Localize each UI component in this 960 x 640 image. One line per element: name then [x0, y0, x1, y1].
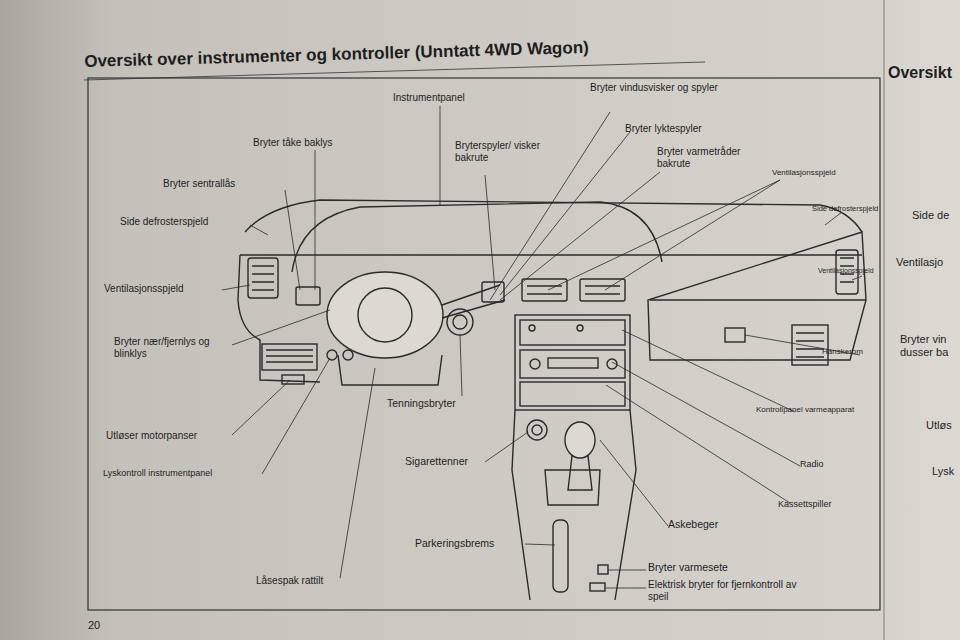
callout-label: Radio	[800, 459, 824, 469]
leader-lines	[222, 106, 862, 588]
callout-label: Bryter nær/fjernlys og blinklys	[114, 336, 244, 359]
figure-title: Oversikt over instrumenter og kontroller…	[84, 38, 589, 72]
callout-label: Bryter lyktespyler	[625, 123, 702, 135]
next-page-text: Bryter vin dusser ba	[900, 333, 960, 358]
callout-label: Parkeringsbrems	[415, 537, 494, 549]
dashboard-outline	[238, 200, 866, 600]
figure-frame	[88, 78, 880, 610]
callout-label: Utløser motorpanser	[106, 430, 197, 442]
next-page-text: Lysk	[932, 465, 954, 478]
callout-label: Sigarettenner	[405, 455, 468, 467]
callout-label: Bryter varmetråder bakrute	[657, 146, 752, 169]
next-page-text: Oversikt	[888, 64, 952, 82]
callout-label: Låsespak rattilt	[256, 575, 323, 587]
callout-label: Kassettspiller	[778, 499, 832, 509]
callout-label: Bryter tåke baklys	[253, 137, 332, 149]
callout-label: Bryter vindusvisker og spyler	[590, 82, 735, 94]
callout-label: Instrumentpanel	[393, 92, 465, 104]
callout-label: Ventilasjonsspjeld	[818, 267, 874, 275]
callout-label: Lyskontroll instrumentpanel	[103, 468, 212, 478]
callout-label: Bryterspyler/ visker bakrute	[455, 140, 550, 163]
callout-label: Tenningsbryter	[387, 397, 456, 409]
page-fold	[883, 0, 885, 640]
next-page-text: Utløs	[926, 419, 952, 432]
callout-label: Bryter sentrallås	[163, 178, 235, 190]
callout-label: Kontrollpanel varmeapparat	[756, 405, 854, 414]
callout-label: Hanskerom	[822, 347, 863, 356]
next-page-text: Side de	[912, 209, 949, 222]
callout-label: Askebeger	[668, 518, 718, 530]
callout-label: Ventilasjonsspjeld	[772, 168, 836, 177]
callout-label: Elektrisk bryter for fjernkontroll av sp…	[648, 579, 798, 602]
callout-label: Ventilasjonsspjeld	[104, 283, 184, 295]
page-number: 20	[88, 619, 100, 632]
next-page-text: Ventilasjo	[896, 256, 943, 269]
callout-label: Side defrosterspjeld	[812, 205, 878, 214]
callout-label: Side defrosterspjeld	[120, 216, 208, 228]
callout-label: Bryter varmesete	[648, 561, 728, 573]
